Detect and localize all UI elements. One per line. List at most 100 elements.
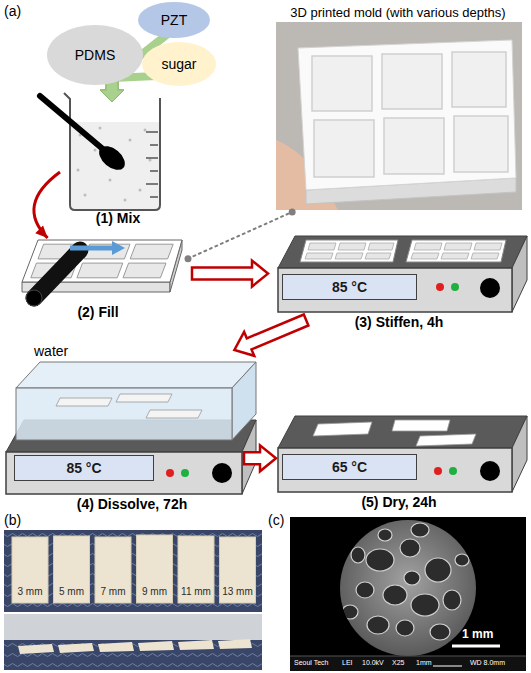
roller <box>26 250 80 306</box>
arrowhead <box>35 226 47 238</box>
sem-info: Seoul Tech <box>294 659 329 667</box>
drying-samples-part <box>313 422 372 436</box>
step-arrow <box>244 445 276 471</box>
spoon-part <box>95 141 130 174</box>
sample-photo-top-part <box>4 530 262 612</box>
step-label: (2) Fill <box>77 304 118 320</box>
beaker-part-part <box>150 196 158 198</box>
sem-image-part <box>290 656 526 671</box>
mold-photo-part-part <box>454 116 508 172</box>
leader-dot <box>289 209 296 216</box>
hot-plate-part <box>449 467 457 475</box>
depth-label: 11 mm <box>178 586 214 598</box>
sem-image-part <box>290 517 526 671</box>
hot-plate-part <box>6 452 242 494</box>
roll-direction-arrow-part <box>70 246 112 251</box>
dotted-leader <box>188 212 292 259</box>
sem-image-part-part <box>411 594 439 616</box>
temperature-text: 65 °C <box>332 459 367 475</box>
hot-plate-part <box>278 268 512 312</box>
beaker-part-part <box>109 179 112 182</box>
ellipse-fill <box>47 25 143 85</box>
molds-on-plate-part-part <box>365 253 391 259</box>
depth-label: 9 mm <box>137 586 173 598</box>
molds-on-plate-part-part <box>474 243 502 250</box>
mold-photo-part-part <box>314 120 374 177</box>
process-step: (1) Mix <box>58 88 178 228</box>
temperature-text: 85 °C <box>66 460 101 476</box>
process-arrow <box>34 172 60 238</box>
molds-on-plate-part <box>406 240 506 262</box>
beaker-part-part <box>146 157 158 159</box>
hot-plate-part <box>480 278 500 298</box>
sem-info: 1mm <box>416 659 432 667</box>
sample-photo-side <box>4 614 262 670</box>
molds-on-plate <box>300 240 506 262</box>
beaker-part-part <box>144 129 147 132</box>
ellipse-fill <box>138 2 210 38</box>
molds-on-plate-part-part <box>308 243 336 250</box>
panel-letter: (a) <box>4 3 21 19</box>
beaker-part <box>64 93 160 210</box>
sem-image-part-part <box>383 585 407 605</box>
temperature-display: 65 °C <box>282 454 417 480</box>
sem-image-part-part <box>351 547 365 563</box>
beaker-part-part <box>150 170 158 172</box>
sem-info: WD 8.0mm <box>470 659 505 667</box>
sem-image-part <box>340 520 476 656</box>
process-step: (3) Stiffen, 4h85 °C <box>270 228 528 332</box>
hot-plate-part <box>278 416 527 448</box>
sample-photo-top <box>4 530 262 612</box>
step-label: (5) Dry, 24h <box>361 494 436 510</box>
sample-photo-top-part <box>12 535 256 603</box>
sample-photo-top-part-part <box>12 537 48 603</box>
sample-photo-top-part-part <box>220 537 256 603</box>
sem-image-part <box>290 656 526 657</box>
step-label: (4) Dissolve, 72h <box>77 496 188 512</box>
sample-photo-side-part <box>4 640 262 670</box>
sample-photo-side-part-part <box>178 640 214 650</box>
sample-photo-side-part-part <box>98 642 134 652</box>
beaker-part-part <box>84 194 87 197</box>
mold-photo-part-part <box>312 56 372 111</box>
depth-label: 7 mm <box>95 586 131 598</box>
node-text: 3D printed mold (with various depths) <box>290 5 505 20</box>
molds-on-plate-part <box>305 243 502 259</box>
molds-on-plate-part-part <box>411 253 439 259</box>
sem-image-part <box>452 645 500 648</box>
water-bath-part <box>16 362 256 388</box>
hot-plate-part <box>166 469 174 477</box>
hot-plate-part <box>480 461 500 481</box>
sample-photo-top-part-part <box>54 536 90 603</box>
node-text: PDMS <box>75 47 115 63</box>
beaker <box>64 93 160 210</box>
water-bath-part <box>116 394 172 402</box>
sample-photo-side-part-part <box>218 639 252 649</box>
sample-photo-top-part-part <box>137 535 173 603</box>
water-label: water <box>34 343 68 359</box>
beaker-part-part <box>146 183 158 185</box>
hot-plate <box>278 236 527 312</box>
sem-image-part-part <box>430 624 450 640</box>
sem-image-part-part <box>356 582 374 598</box>
depth-label: 5 mm <box>54 586 90 598</box>
process-arrow <box>192 261 268 287</box>
sem-image-part-part <box>378 529 392 541</box>
mold-photo-part <box>276 22 522 210</box>
molds-on-plate-part-part <box>338 243 366 250</box>
hot-plate-part <box>434 467 442 475</box>
sem-image-part-part <box>366 549 394 571</box>
beaker-part-part <box>77 169 80 172</box>
water-bath-part <box>56 398 112 406</box>
beaker-part-part <box>146 131 158 133</box>
sem-image-part-part <box>404 571 420 585</box>
water-bath-part <box>16 388 232 440</box>
hot-plate-part <box>278 236 527 268</box>
process-step: (4) Dissolve, 72h 85 °C <box>4 340 260 514</box>
sem-image-part-part <box>425 558 451 582</box>
process-arrow <box>234 315 308 356</box>
water-bath-part <box>146 410 202 418</box>
ingredient-ellipse: sugar <box>142 42 216 86</box>
step-arrow <box>192 261 268 287</box>
